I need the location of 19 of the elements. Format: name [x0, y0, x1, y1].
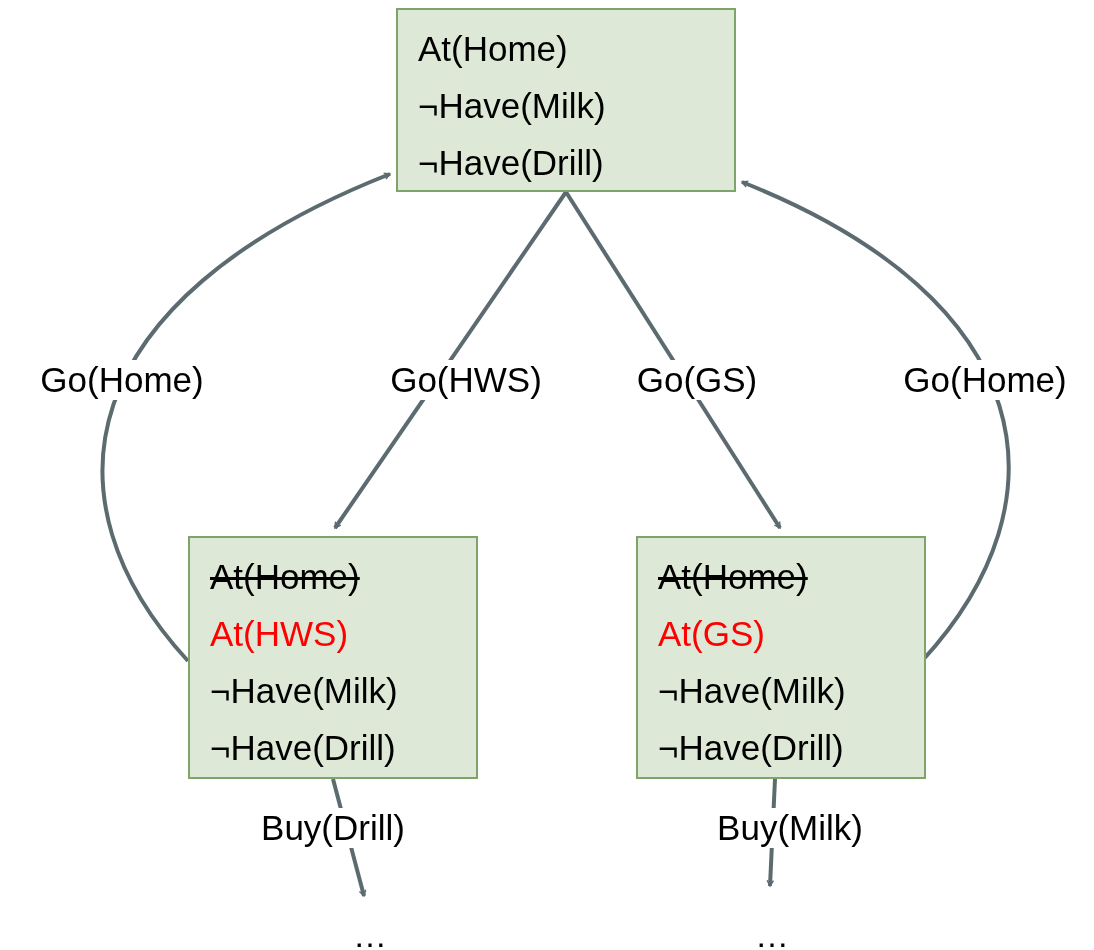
state-box [188, 536, 478, 779]
state-box [396, 8, 736, 192]
state-fact: ¬Have(Drill) [418, 142, 604, 184]
ellipsis-text: … [742, 918, 802, 950]
arrow [564, 190, 782, 530]
state-fact: ¬Have(Milk) [418, 85, 606, 127]
arrow [101, 172, 391, 663]
state-fact: ¬Have(Drill) [658, 727, 844, 769]
state-fact: At(HWS) [210, 613, 349, 655]
state-fact: ¬Have(Milk) [210, 670, 398, 712]
state-fact: At(Home) [658, 556, 808, 598]
state-fact: At(GS) [658, 613, 765, 655]
state-box [636, 536, 926, 779]
state-fact: At(Home) [210, 556, 360, 598]
ellipsis-text: … [340, 918, 400, 950]
arrow [333, 190, 568, 530]
state-fact: ¬Have(Drill) [210, 727, 396, 769]
state-fact: At(Home) [418, 28, 568, 70]
state-fact: ¬Have(Milk) [658, 670, 846, 712]
